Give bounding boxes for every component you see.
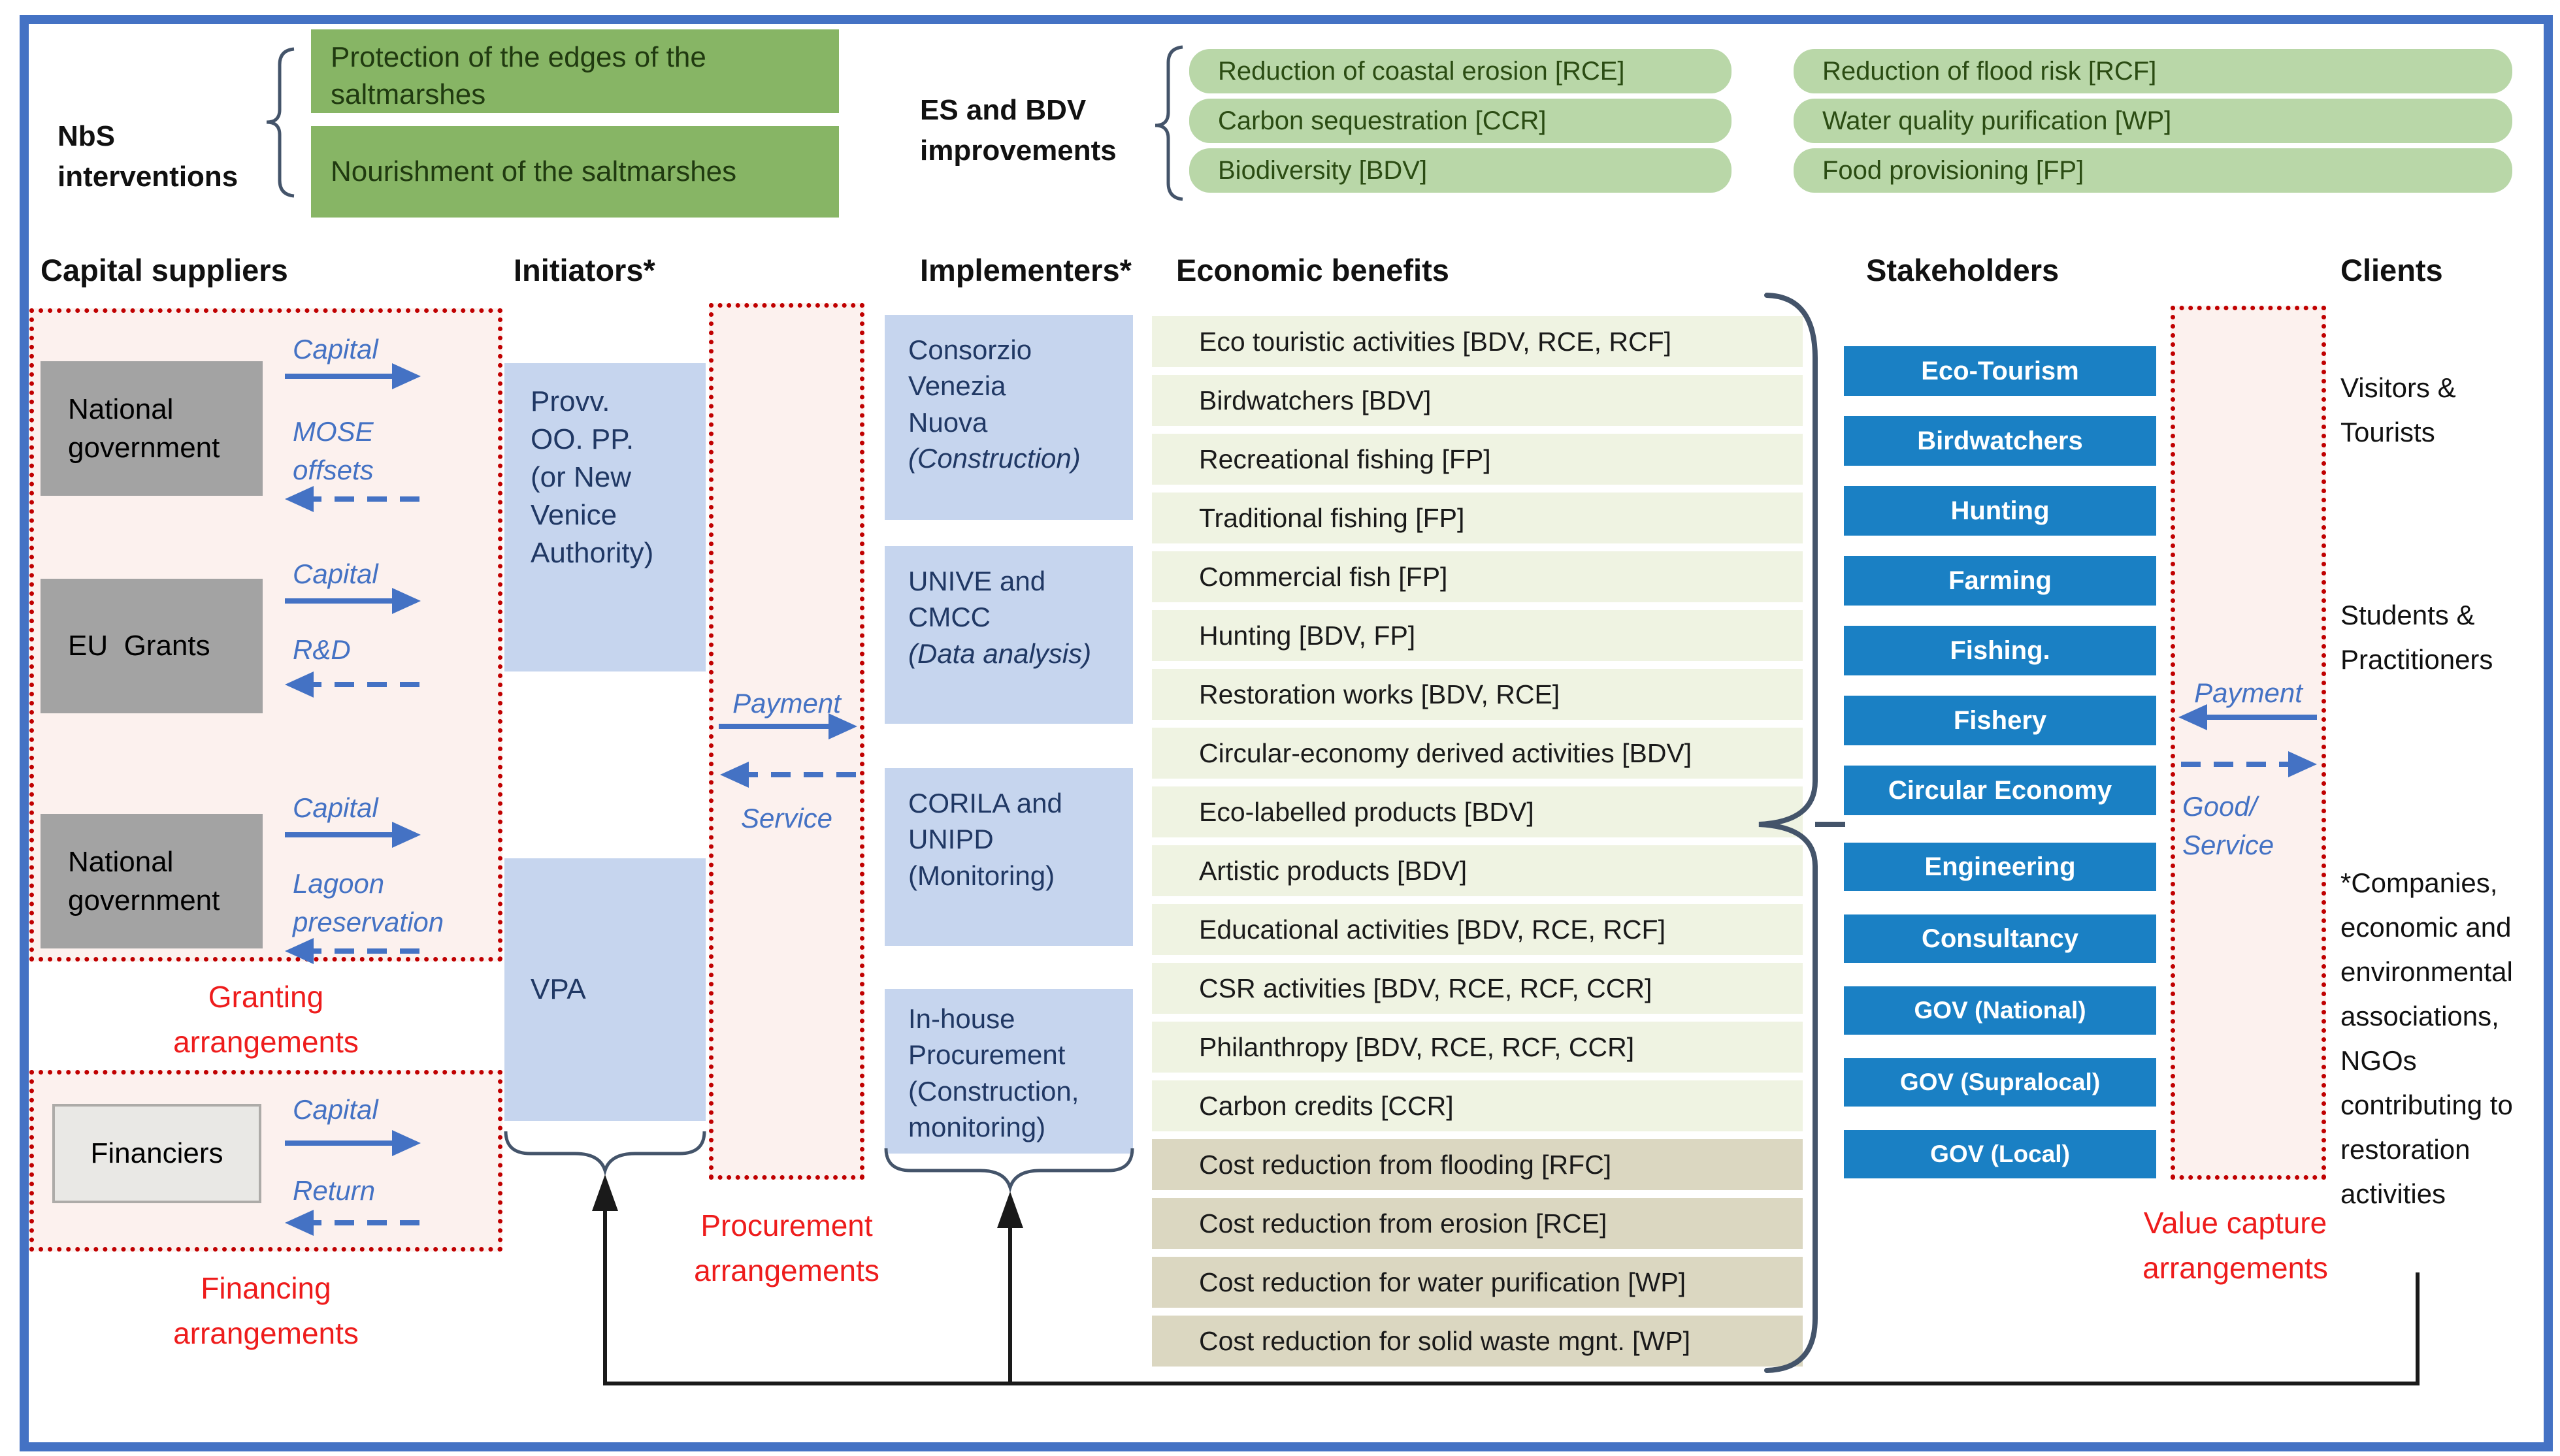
benefit-row: Commercial fish [FP] (1152, 551, 1803, 602)
benefit-row: Educational activities [BDV, RCE, RCF] (1152, 904, 1803, 955)
implementer-corila-name: CORILA and UNIPD (908, 788, 1062, 855)
stakeholder-consultancy: Consultancy (1844, 914, 2156, 963)
procurement-arrangements-label: Procurement arrangements (694, 1208, 879, 1287)
stakeholder-birdwatchers: Birdwatchers (1844, 416, 2156, 466)
header-capital-suppliers: Capital suppliers (41, 253, 288, 287)
benefit-row: Recreational fishing [FP] (1152, 434, 1803, 485)
stakeholder-fishery: Fishery (1844, 696, 2156, 745)
value-capture-payment-label: Payment (2194, 677, 2303, 708)
nbs-box-nourishment-text: Nourishment of the saltmarshes (331, 155, 737, 188)
header-initiators: Initiators* (514, 253, 655, 287)
initiator-vpa-box: VPA (504, 858, 706, 1121)
capital-flow-label-3: Capital (293, 792, 378, 823)
procurement-payment-label: Payment (732, 688, 841, 719)
stakeholder-eco-tourism: Eco-Tourism (1844, 346, 2156, 396)
nbs-box-protection: Protection of the edges of the saltmarsh… (311, 29, 839, 113)
benefit-row-cost: Cost reduction for solid waste mgnt. [WP… (1152, 1316, 1803, 1367)
diagram-border-frame (20, 15, 2553, 1451)
es-bdv-improvements-label: ES and BDV improvements (920, 94, 1117, 167)
stakeholder-fishing: Fishing. (1844, 626, 2156, 675)
stakeholder-circular-economy: Circular Economy (1844, 766, 2156, 815)
benefit-row: Philanthropy [BDV, RCE, RCF, CCR] (1152, 1022, 1803, 1073)
stakeholder-farming: Farming (1844, 556, 2156, 606)
client-students-practitioners: Students & Practitioners (2340, 600, 2493, 675)
stakeholder-engineering: Engineering (1844, 843, 2156, 891)
supplier-eu-grants: EU Grants (41, 579, 263, 713)
value-capture-arrangements-label: Value capture arrangements (2142, 1206, 2328, 1285)
es-item-ccr: Carbon sequestration [CCR] (1189, 99, 1731, 143)
nbs-box-nourishment: Nourishment of the saltmarshes (311, 126, 839, 218)
implementer-corila-role: (Monitoring) (908, 860, 1055, 891)
es-item-fp: Food provisioning [FP] (1794, 148, 2512, 193)
benefit-row-cost: Cost reduction from flooding [RFC] (1152, 1139, 1803, 1190)
benefit-row: Circular-economy derived activities [BDV… (1152, 728, 1803, 779)
benefit-row: Eco-labelled products [BDV] (1152, 786, 1803, 837)
benefit-row-cost: Cost reduction for water purification [W… (1152, 1257, 1803, 1308)
rd-flow-label: R&D (293, 634, 351, 665)
mose-offsets-label: MOSE offsets (293, 416, 374, 485)
nbs-interventions-label: NbS interventions (57, 120, 238, 193)
header-economic-benefits: Economic benefits (1176, 253, 1449, 287)
benefit-row: Birdwatchers [BDV] (1152, 375, 1803, 426)
implementer-unive-role: (Data analysis) (908, 638, 1092, 669)
granting-arrangements-label: Granting arrangements (173, 980, 359, 1059)
benefit-row: CSR activities [BDV, RCE, RCF, CCR] (1152, 963, 1803, 1014)
vpa-label: VPA (531, 973, 586, 1005)
supplier-national-government-1: National government (41, 361, 263, 496)
implementer-corila-box: CORILA and UNIPD (Monitoring) (885, 768, 1133, 946)
benefit-row: Eco touristic activities [BDV, RCE, RCF] (1152, 316, 1803, 367)
capital-flow-label-1: Capital (293, 334, 378, 364)
implementer-unive-box: UNIVE and CMCC (Data analysis) (885, 546, 1133, 724)
stakeholder-gov-supralocal: GOV (Supralocal) (1844, 1058, 2156, 1107)
client-visitors-tourists: Visitors & Tourists (2340, 372, 2456, 448)
financiers-label: Financiers (90, 1137, 223, 1169)
economic-benefits-list: Eco touristic activities [BDV, RCE, RCF]… (1152, 316, 1803, 1374)
es-item-rcf: Reduction of flood risk [RCF] (1794, 49, 2512, 93)
stakeholder-hunting: Hunting (1844, 486, 2156, 536)
financing-arrangements-label: Financing arrangements (173, 1271, 359, 1350)
es-item-rce: Reduction of coastal erosion [RCE] (1189, 49, 1731, 93)
capital-flow-label-4: Capital (293, 1094, 378, 1125)
implementer-inhouse-role: (Construction, monitoring) (908, 1075, 1079, 1143)
lagoon-preservation-label: Lagoon preservation (293, 868, 444, 937)
implementer-consorzio-name: Consorzio Venezia Nuova (908, 334, 1032, 438)
benefit-row: Restoration works [BDV, RCE] (1152, 669, 1803, 720)
header-clients: Clients (2340, 253, 2443, 287)
procurement-arrangements-box (709, 303, 864, 1180)
initiator-provv-box: Provv. OO. PP. (or New Venice Authority) (504, 363, 706, 671)
implementer-unive-name: UNIVE and CMCC (908, 566, 1046, 633)
clients-footnote: *Companies, economic and environmental a… (2340, 867, 2513, 1210)
es-item-wp: Water quality purification [WP] (1794, 99, 2512, 143)
benefit-row-cost: Cost reduction from erosion [RCE] (1152, 1198, 1803, 1249)
implementer-inhouse-name: In-house Procurement (908, 1003, 1066, 1071)
value-capture-box (2171, 306, 2326, 1180)
stakeholder-gov-local: GOV (Local) (1844, 1130, 2156, 1178)
financiers-box: Financiers (52, 1104, 261, 1203)
good-service-label: Good/ Service (2182, 791, 2274, 860)
implementer-inhouse-box: In-house Procurement (Construction, moni… (885, 989, 1133, 1154)
es-item-bdv: Biodiversity [BDV] (1189, 148, 1731, 193)
implementer-consorzio-box: Consorzio Venezia Nuova (Construction) (885, 315, 1133, 520)
benefit-row: Carbon credits [CCR] (1152, 1080, 1803, 1131)
benefit-row: Traditional fishing [FP] (1152, 493, 1803, 543)
header-stakeholders: Stakeholders (1866, 253, 2059, 287)
header-implementers: Implementers* (920, 253, 1132, 287)
supplier-national-government-2: National government (41, 814, 263, 948)
benefit-row: Artistic products [BDV] (1152, 845, 1803, 896)
benefit-row: Hunting [BDV, FP] (1152, 610, 1803, 661)
stakeholder-gov-national: GOV (National) (1844, 986, 2156, 1035)
capital-flow-label-2: Capital (293, 558, 378, 589)
return-flow-label: Return (293, 1175, 376, 1206)
procurement-service-label: Service (740, 803, 833, 833)
implementer-consorzio-role: (Construction) (908, 443, 1081, 474)
